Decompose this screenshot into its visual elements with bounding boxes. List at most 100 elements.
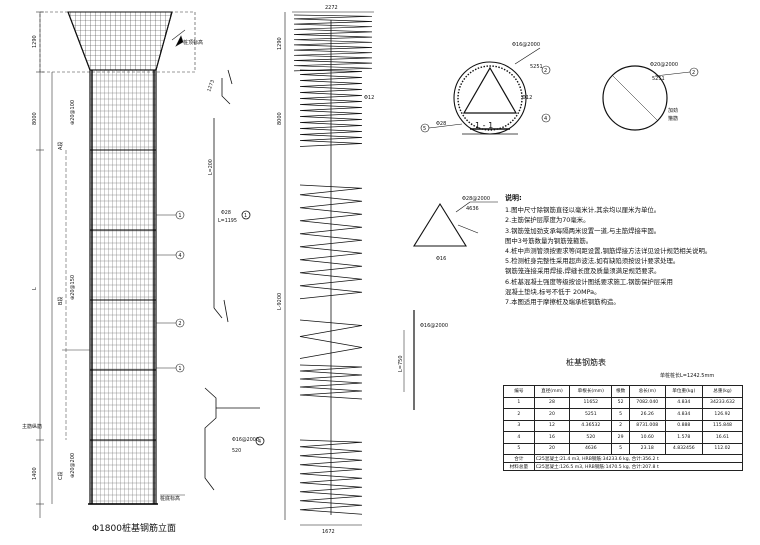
spacing-c: ⊕20@200 bbox=[70, 453, 76, 478]
straight-bar-detail bbox=[403, 310, 415, 410]
cell: 4 bbox=[503, 431, 535, 444]
sec-tag-a: A段 bbox=[57, 142, 64, 150]
rebar-table-subtitle: 单桩桩长L=1242.5mm bbox=[660, 373, 715, 379]
bar-tag: Φ16@2000 bbox=[420, 323, 448, 329]
stiffener-ring-detail bbox=[602, 65, 699, 131]
cell: 2 bbox=[611, 419, 630, 432]
callout-1: 1 bbox=[178, 213, 181, 219]
cell: 5251 bbox=[569, 408, 613, 421]
dim-8000: 8000 bbox=[32, 112, 38, 125]
bar-l200: L=200 bbox=[208, 159, 214, 175]
sec-tag-b: B段 bbox=[57, 297, 64, 305]
th: 编号 bbox=[503, 385, 535, 398]
cell: 4.834 bbox=[664, 408, 703, 421]
mid-tag-phi12: Φ12 bbox=[364, 95, 374, 101]
callout-4: 4 bbox=[178, 253, 181, 259]
cell: 34233.632 bbox=[701, 396, 744, 409]
cell: 520 bbox=[569, 431, 613, 444]
cell: C25混凝土:21.4 m3, HRB钢筋:34233.6 kg, 合计:356… bbox=[533, 454, 744, 463]
cell: 2 bbox=[503, 408, 535, 421]
cell: 26.26 bbox=[628, 408, 666, 421]
note-line: 6.桩基混凝土强度等级按设计图纸要求施工,钢筋保护层采用 bbox=[505, 277, 673, 286]
dim-1400: 1400 bbox=[32, 467, 38, 480]
note-line: 1.图中尺寸除钢筋直径以毫米计,其余均以厘米为单位。 bbox=[505, 206, 661, 215]
spacing-a: ⊕20@100 bbox=[70, 100, 76, 125]
elevation-caption: Φ1800桩基钢筋立面 bbox=[92, 524, 176, 534]
cell: 29 bbox=[611, 431, 630, 444]
th: 单根长(mm) bbox=[569, 385, 613, 398]
cell: 0.888 bbox=[664, 419, 703, 432]
tri-label-4636: 4636 bbox=[466, 206, 479, 212]
section-title: 1 - 1 bbox=[475, 121, 493, 130]
cell: 20 bbox=[533, 442, 571, 455]
table-summary-row: 合计 C25混凝土:21.4 m3, HRB钢筋:34233.6 kg, 合计:… bbox=[503, 454, 744, 463]
note-line: 4.桩中声测管须按要求等间距设置,钢筋焊接方法详见设计规范相关说明。 bbox=[505, 247, 712, 256]
cell: 115.848 bbox=[701, 419, 744, 432]
rebar-table-title: 桩基钢筋表 bbox=[566, 358, 606, 367]
th: 总重(kg) bbox=[701, 385, 744, 398]
dim-l: L bbox=[32, 287, 38, 290]
bar-l1195: L=1195 bbox=[218, 218, 237, 224]
callout-mid-4: 4 bbox=[258, 439, 261, 445]
cell: 16 bbox=[533, 431, 571, 444]
cell: 11652 bbox=[569, 396, 613, 409]
callout-2: 2 bbox=[178, 321, 181, 327]
callout-1b: 1 bbox=[178, 366, 181, 372]
cell: 5 bbox=[611, 408, 630, 421]
cell: 10.60 bbox=[628, 431, 666, 444]
cell: 7082.040 bbox=[628, 396, 666, 409]
th: 总长(m) bbox=[628, 385, 666, 398]
cell: C25混凝土:126.5 m3, HRB钢筋:1470.5 kg, 合计:207… bbox=[533, 462, 744, 471]
th: 单位重(kg) bbox=[664, 385, 703, 398]
cell: 1 bbox=[503, 396, 535, 409]
cell: 5 bbox=[611, 442, 630, 455]
th: 根数 bbox=[611, 385, 630, 398]
note-line: 2.主筋保护层厚度为70毫米。 bbox=[505, 216, 590, 225]
spiral-elevation-view bbox=[284, 11, 374, 526]
label-pile-bottom: 桩底标高 bbox=[160, 495, 180, 502]
callout-mid-1: 1 bbox=[244, 213, 247, 219]
bent-bar-detail bbox=[204, 69, 265, 491]
note-line: 图中3号筋数量为钢筋笼箍筋。 bbox=[505, 236, 593, 245]
sec-label-phi28: Φ28 bbox=[436, 121, 446, 127]
spacing-b: ⊕20@150 bbox=[70, 275, 76, 300]
sec-callout-4: 4 bbox=[544, 116, 547, 122]
cell: 12 bbox=[533, 419, 571, 432]
cell: 4.832456 bbox=[664, 442, 703, 455]
note-line: 混凝土垫块,标号不低于 20MPa。 bbox=[505, 287, 601, 296]
ring-label-hoop: 箍筋 bbox=[668, 115, 678, 122]
mid-dim-1290: 1290 bbox=[277, 37, 283, 50]
cell: 4636 bbox=[569, 442, 613, 455]
sec-label-5251: 5251 bbox=[530, 64, 543, 70]
cell: 合计 bbox=[503, 454, 535, 463]
top-dim: 2272 bbox=[325, 5, 338, 11]
cell: 20 bbox=[533, 408, 571, 421]
label-main-bar: 主筋纵筋 bbox=[22, 423, 42, 430]
cell: 23.18 bbox=[628, 442, 666, 455]
bar-l750: L=750 bbox=[398, 355, 404, 372]
section-1-1 bbox=[420, 47, 551, 135]
ring-label-5251: 5251 bbox=[652, 76, 665, 82]
mid-dim-l9200: L-9200 bbox=[277, 293, 283, 310]
notes-title: 说明: bbox=[505, 194, 522, 202]
cell: 4.834 bbox=[664, 396, 703, 409]
sec-callout-5: 5 bbox=[423, 126, 426, 132]
tri-label-phi28: Φ28@2000 bbox=[462, 196, 490, 202]
cell: 材料总量 bbox=[503, 462, 535, 471]
cell: 8731.008 bbox=[628, 419, 666, 432]
triangle-stiffener-detail bbox=[413, 201, 498, 247]
cell: 28 bbox=[533, 396, 571, 409]
note-line: 7.本图适用于摩擦桩及端承桩钢筋构造。 bbox=[505, 298, 620, 307]
cell: 1.578 bbox=[664, 431, 703, 444]
bar-phi16: Φ16@2000 bbox=[232, 437, 259, 443]
table-header-row: 编号 直径(mm) 单根长(mm) 根数 总长(m) 单位重(kg) 总重(kg… bbox=[503, 385, 744, 398]
th: 直径(mm) bbox=[533, 385, 571, 398]
label-pile-top: 桩顶标高 bbox=[183, 39, 203, 46]
